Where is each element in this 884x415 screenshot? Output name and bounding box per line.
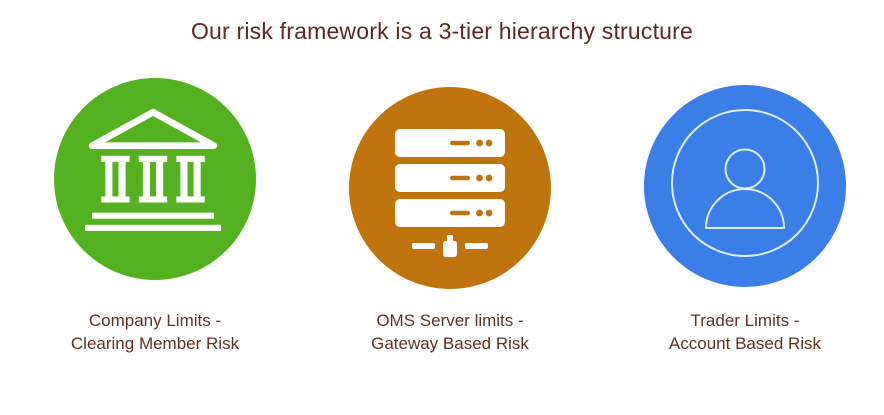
caption-line: OMS Server limits - (376, 311, 524, 330)
trader-limits-caption: Trader Limits - Account Based Risk (620, 309, 870, 355)
trader-limits-badge (644, 85, 846, 287)
bank-icon (85, 108, 221, 231)
tier-oms-server-limits: OMS Server limits - Gateway Based Risk (349, 0, 551, 415)
caption-line: Account Based Risk (668, 334, 822, 353)
slide-title: Our risk framework is a 3-tier hierarchy… (190, 18, 694, 44)
oms-server-limits-badge (349, 87, 551, 289)
tier-trader-limits: Trader Limits - Account Based Risk (644, 0, 846, 415)
oms-server-limits-caption: OMS Server limits - Gateway Based Risk (325, 309, 575, 355)
company-limits-caption: Company Limits - Clearing Member Risk (30, 309, 280, 355)
caption-line: Trader Limits - (690, 311, 800, 330)
server-icon (395, 129, 505, 257)
caption-line: Company Limits - (88, 311, 222, 330)
tier-company-limits: Company Limits - Clearing Member Risk (54, 0, 256, 415)
company-limits-badge (54, 78, 256, 280)
user-icon (671, 109, 819, 257)
caption-line: Gateway Based Risk (371, 334, 529, 353)
caption-line: Clearing Member Risk (70, 334, 240, 353)
